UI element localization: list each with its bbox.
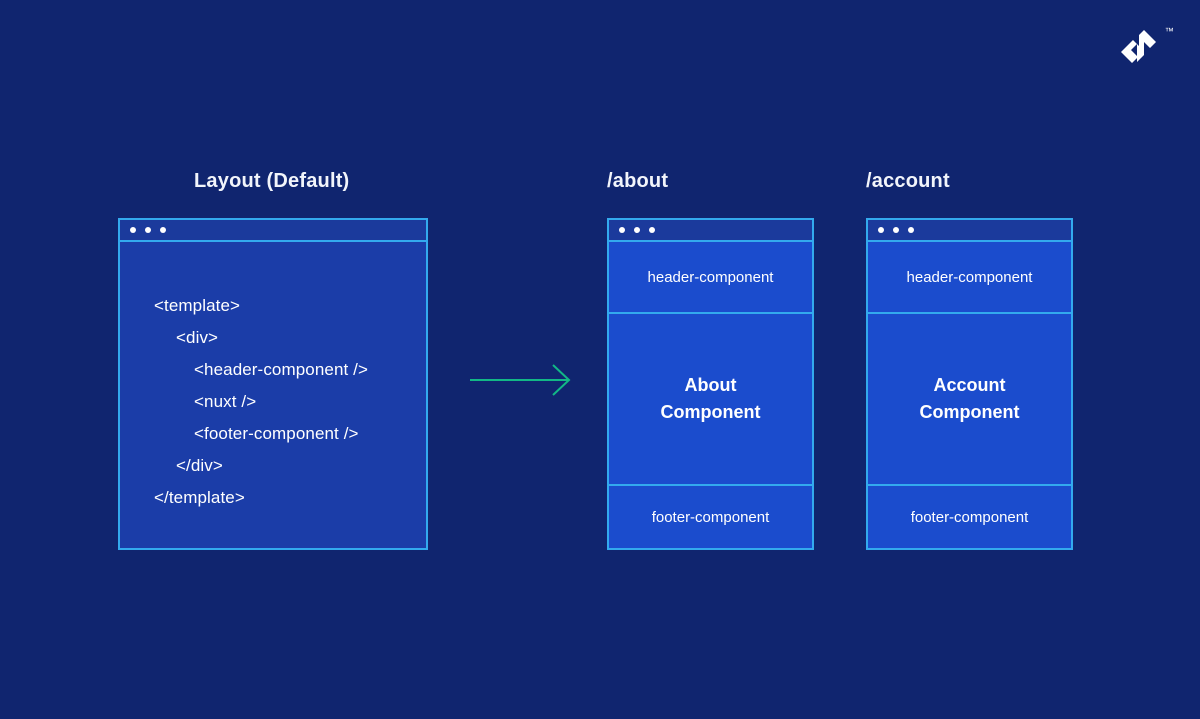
window-titlebar	[868, 220, 1071, 242]
code-line: <template>	[154, 296, 241, 315]
footer-component-block: footer-component	[868, 486, 1071, 548]
code-line: <div>	[176, 328, 219, 347]
footer-component-block: footer-component	[609, 486, 812, 548]
component-title-line2: Component	[919, 402, 1020, 422]
window-dot-minimize-icon[interactable]	[634, 227, 640, 233]
window-about-page: header-component About Component footer-…	[607, 218, 814, 550]
toptal-logo-icon	[1121, 30, 1156, 63]
window-dot-minimize-icon[interactable]	[893, 227, 899, 233]
window-account-page: header-component Account Component foote…	[866, 218, 1073, 550]
window-dot-close-icon[interactable]	[878, 227, 884, 233]
window-content: header-component About Component footer-…	[609, 242, 812, 548]
header-component-block: header-component	[868, 242, 1071, 314]
window-dot-close-icon[interactable]	[130, 227, 136, 233]
code-block: <template> <div> <header-component /> <n…	[120, 242, 426, 548]
about-component-block: About Component	[609, 314, 812, 486]
window-dot-maximize-icon[interactable]	[160, 227, 166, 233]
code-line: </template>	[154, 488, 245, 507]
panel-title-account: /account	[866, 170, 950, 192]
window-dot-maximize-icon[interactable]	[908, 227, 914, 233]
component-title-line2: Component	[660, 402, 761, 422]
code-line: <header-component />	[194, 360, 369, 379]
panel-title-layout: Layout (Default)	[194, 170, 350, 192]
brand-logo: ™	[1120, 24, 1176, 72]
header-component-block: header-component	[609, 242, 812, 314]
window-titlebar	[609, 220, 812, 242]
component-title-line1: About	[684, 375, 737, 395]
flow-arrow-right-icon	[470, 364, 571, 396]
code-line: </div>	[176, 456, 223, 475]
code-line: <footer-component />	[194, 424, 359, 443]
window-content: header-component Account Component foote…	[868, 242, 1071, 548]
code-line: <nuxt />	[194, 392, 257, 411]
window-content: <template> <div> <header-component /> <n…	[120, 242, 426, 548]
account-component-block: Account Component	[868, 314, 1071, 486]
trademark-symbol: ™	[1164, 26, 1174, 36]
window-titlebar	[120, 220, 426, 242]
window-dot-close-icon[interactable]	[619, 227, 625, 233]
window-layout-default: <template> <div> <header-component /> <n…	[118, 218, 428, 550]
panel-title-about: /about	[607, 170, 669, 192]
component-title-line1: Account	[933, 375, 1006, 395]
window-dot-maximize-icon[interactable]	[649, 227, 655, 233]
window-dot-minimize-icon[interactable]	[145, 227, 151, 233]
